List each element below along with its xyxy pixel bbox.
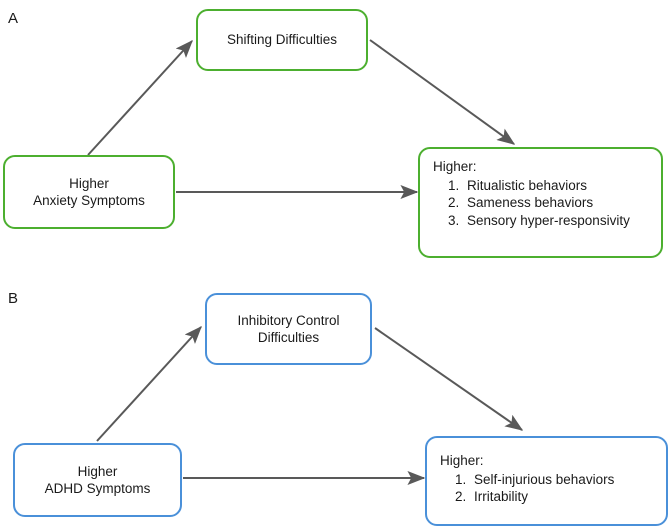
adhd-outcomes-lead: Higher: (440, 453, 484, 468)
node-higher-adhd-symptoms-label: Higher ADHD Symptoms (44, 463, 151, 496)
node-shifting-difficulties-label: Shifting Difficulties (226, 32, 338, 48)
anxiety-outcomes-lead: Higher: (433, 159, 477, 174)
panel-label-a: A (8, 10, 19, 27)
list-item: Sensory hyper-responsivity (463, 212, 661, 230)
list-item: Self-injurious behaviors (470, 471, 666, 489)
node-higher-adhd-symptoms: Higher ADHD Symptoms (13, 443, 182, 517)
node-shifting-difficulties: Shifting Difficulties (196, 9, 368, 71)
node-adhd-outcomes: Higher: Self-injurious behaviors Irritab… (425, 436, 668, 526)
arrow-anxiety-to-shifting (87, 39, 193, 156)
arrow-inhibitory-to-outcomes (374, 327, 524, 431)
anxiety-outcomes-list: Ritualistic behaviors Sameness behaviors… (433, 177, 661, 230)
adhd-outcomes-list: Self-injurious behaviors Irritability (440, 471, 666, 507)
panel-label-b: B (8, 290, 19, 307)
node-anxiety-outcomes: Higher: Ritualistic behaviors Sameness b… (418, 147, 663, 258)
node-higher-anxiety-symptoms-label: Higher Anxiety Symptoms (33, 175, 145, 208)
list-item: Irritability (470, 488, 666, 506)
arrow-adhd-to-inhibitory (96, 325, 202, 442)
node-inhibitory-control-difficulties: Inhibitory Control Difficulties (205, 293, 372, 365)
node-higher-anxiety-symptoms: Higher Anxiety Symptoms (3, 155, 175, 229)
list-item: Ritualistic behaviors (463, 177, 661, 195)
list-item: Sameness behaviors (463, 194, 661, 212)
node-inhibitory-control-difficulties-label: Inhibitory Control Difficulties (237, 312, 340, 345)
arrow-shifting-to-outcomes (369, 39, 516, 145)
